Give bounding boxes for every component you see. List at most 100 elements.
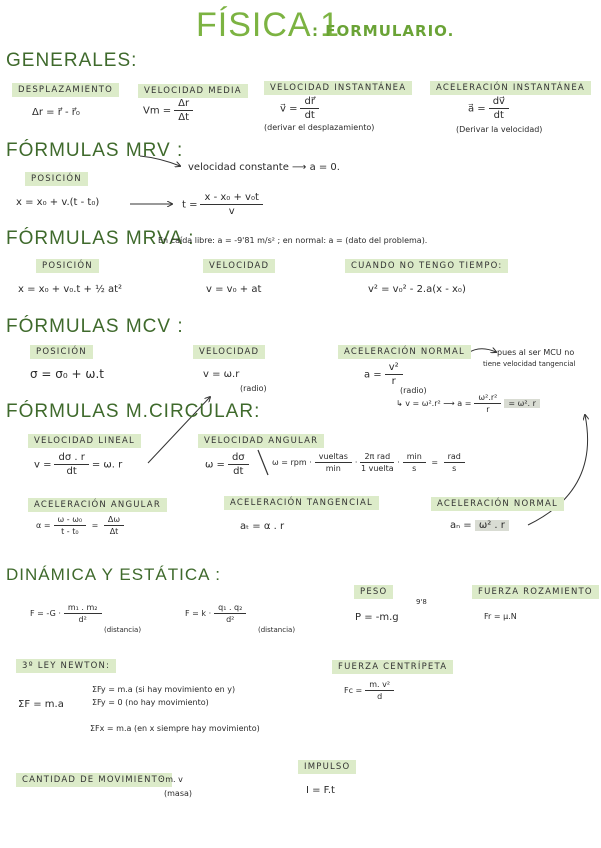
- note-distancia-1: (distancia): [104, 626, 142, 634]
- lhs: ω =: [205, 459, 225, 471]
- lhs: a⃗ =: [468, 103, 486, 115]
- label-desplazamiento: Desplazamiento: [12, 83, 120, 97]
- denominator: dt: [66, 466, 77, 477]
- numerator: ω - ω₀: [53, 515, 87, 526]
- label-velocidad-media: Velocidad media: [138, 84, 248, 98]
- heading-mcv: FÓRMULAS MCV :: [6, 316, 184, 337]
- formula-peso: P = -m.g: [355, 612, 399, 623]
- lhs: t =: [182, 199, 198, 211]
- note-caida-libre: En caída libre: a = -9'81 m/s² ; en norm…: [158, 236, 428, 245]
- numerator: dv⃗: [488, 96, 509, 109]
- denominator: dt: [304, 110, 315, 121]
- formula-impulso: I = F.t: [306, 785, 335, 796]
- arrow-mrv-note: [139, 155, 180, 166]
- numerator: m. v²: [365, 680, 395, 691]
- formula-velocidad-mcv: v = ω.r: [203, 369, 240, 380]
- heading-mrv: FÓRMULAS MRV :: [6, 140, 184, 161]
- denominator: d²: [78, 615, 87, 624]
- denominator: d: [377, 692, 383, 701]
- label-velocidad-mrva: Velocidad: [203, 259, 276, 273]
- denominator: dt: [493, 110, 504, 121]
- numerator: 2π rad: [360, 452, 395, 463]
- formula-aceleracion-tangencial: aₜ = α . r: [240, 521, 285, 532]
- formula-newton-main: ΣF = m.a: [18, 699, 64, 710]
- label-velocidad-angular: Velocidad angular: [198, 434, 325, 448]
- numerator: rad: [443, 452, 465, 463]
- numerator: Δr: [174, 98, 194, 111]
- numerator: m₁ . m₂: [63, 603, 102, 614]
- lhs: Fc =: [344, 686, 363, 695]
- label-peso: Peso: [354, 585, 394, 599]
- denominator: t - t₀: [61, 527, 79, 536]
- formula-aceleracion-normal-circ: aₙ = ω² . r: [450, 520, 509, 531]
- label-fuerza-rozamiento: Fuerza rozamiento: [472, 585, 599, 599]
- label-velocidad-lineal: Velocidad lineal: [28, 434, 141, 448]
- side-note-2: tiene velocidad tangencial: [483, 360, 576, 368]
- lhs: F = k ·: [185, 609, 212, 618]
- lhs: F = -G ·: [30, 609, 61, 618]
- label-aceleracion-normal-mcv: Aceleración normal: [338, 345, 471, 359]
- formula-posicion-mrva: x = x₀ + v₀.t + ½ at²: [18, 284, 123, 295]
- arrow-circular-to-mcv: [147, 397, 210, 464]
- lhs: α =: [36, 521, 51, 530]
- denominator: r: [391, 376, 396, 387]
- note-9-8: 9'8: [416, 598, 427, 606]
- value-highlight: ω² . r: [474, 520, 509, 531]
- lhs: aₙ =: [450, 520, 472, 531]
- numerator: ω².r²: [474, 393, 502, 404]
- formula-newton-y1: ΣFy = m.a (si hay movimiento en y): [92, 685, 236, 694]
- note-radio-2: (radio): [400, 386, 427, 395]
- numerator: q₁ . q₂: [214, 603, 247, 614]
- arrow-an-curve: [527, 415, 588, 526]
- lhs: v⃗ =: [280, 103, 298, 115]
- heading-dinamica: DINÁMICA Y ESTÁTICA :: [6, 565, 221, 584]
- denominator: r: [486, 405, 490, 414]
- label-posicion-mrv: Posición: [25, 172, 88, 186]
- note-masa: (masa): [164, 789, 193, 798]
- page-title: FÍSICA 1: [196, 6, 341, 44]
- note-distancia-2: (distancia): [258, 626, 296, 634]
- label-sin-tiempo: Cuando no tengo tiempo:: [345, 259, 509, 273]
- denominator: 1 vuelta: [360, 464, 394, 473]
- numerator: x - x₀ + v₀t: [200, 192, 263, 205]
- formula-aceleracion-instantanea: a⃗ =dv⃗dt: [468, 96, 512, 121]
- denominator: s: [452, 464, 457, 473]
- denominator: Δt: [109, 527, 119, 536]
- label-aceleracion-instantanea: Aceleración instantánea: [430, 81, 591, 95]
- page-subtitle: : FORMULARIO.: [312, 22, 455, 40]
- denominator: Δt: [178, 112, 189, 123]
- formula-posicion-mrv: x = x₀ + v.(t - t₀): [16, 197, 100, 208]
- numerator: dσ: [227, 452, 249, 465]
- label-posicion-mcv: Posición: [30, 345, 93, 359]
- formula-posicion-mcv: σ = σ₀ + ω.t: [30, 367, 104, 381]
- rhs: = ω. r: [91, 459, 123, 471]
- rpm-text: ω = rpm ·: [272, 458, 312, 467]
- label-aceleracion-angular: Aceleración angular: [28, 498, 167, 512]
- label-newton: 3º ley Newton:: [16, 659, 117, 673]
- heading-generales: GENERALES:: [6, 50, 138, 71]
- denominator: s: [412, 464, 417, 473]
- denominator: min: [325, 464, 341, 473]
- formula-sin-tiempo: v² = v₀² - 2.a(x - x₀): [368, 284, 466, 295]
- slash-divider: [257, 449, 269, 476]
- numerator: vueltas: [314, 452, 352, 463]
- denominator: d²: [226, 615, 235, 624]
- label-impulso: Impulso: [298, 760, 357, 774]
- formula-desplazamiento: Δr = r⃗ - r⃗₀: [32, 107, 80, 118]
- label-velocidad-instantanea: Velocidad instantánea: [264, 81, 413, 95]
- numerator: Δω: [103, 515, 125, 526]
- arrow-side-note: [467, 349, 496, 354]
- note-velocidad-constante: velocidad constante ⟶ a = 0.: [188, 162, 340, 173]
- denominator: v: [228, 206, 235, 217]
- note-derivar-velocidad: (Derivar la velocidad): [456, 125, 543, 134]
- formula-rozamiento: Fr = μ.N: [484, 612, 517, 621]
- denominator: dt: [233, 466, 244, 477]
- numerator: min: [402, 452, 426, 463]
